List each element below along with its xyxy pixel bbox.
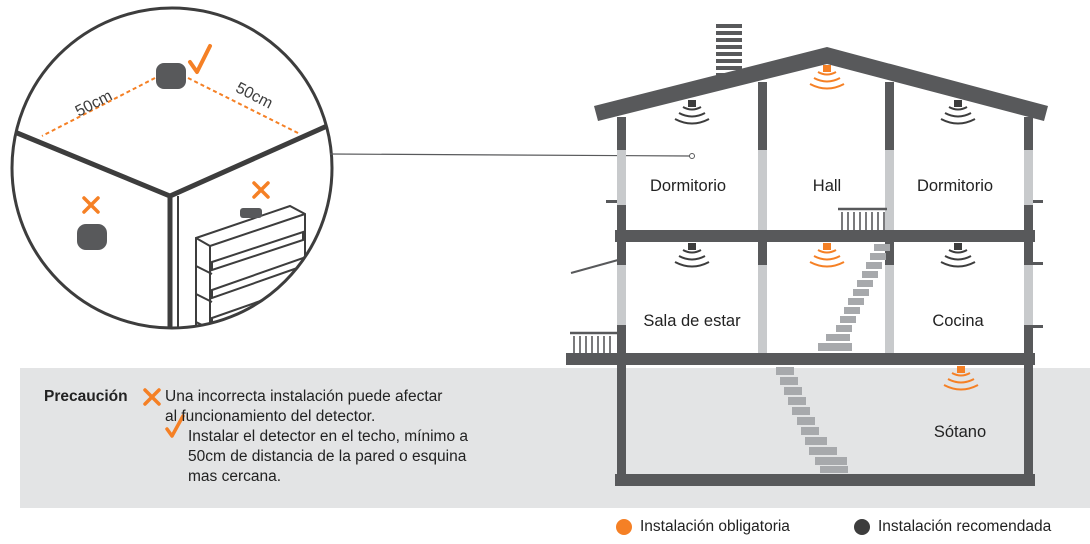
detector-mandatory-stairs <box>809 243 845 268</box>
room-label-kitchen: Cocina <box>932 312 984 330</box>
roof <box>594 47 1048 121</box>
detector-mandatory-basement <box>943 366 979 391</box>
room-label-basement: Sótano <box>934 423 986 441</box>
detector-recommended-living <box>674 243 710 268</box>
floor-basement <box>615 474 1035 486</box>
caution-cross-icon <box>143 388 161 406</box>
cross-icon <box>252 181 270 199</box>
room-label-bedroom-right: Dormitorio <box>917 177 993 195</box>
check-icon <box>188 44 212 74</box>
caution-wrong-text: Una incorrecta instalación puede afectar… <box>165 388 443 425</box>
railing-porch <box>570 331 617 353</box>
stairs-lower <box>776 367 848 473</box>
zoom-circle: 50cm 50cm <box>10 6 334 330</box>
detector-recommended-bedroom-right <box>940 100 976 125</box>
legend-mandatory: Instalación obligatoria <box>616 518 790 536</box>
callout-line <box>329 153 691 157</box>
distance-line-left <box>41 77 156 137</box>
wrong-detector-shelf <box>240 208 262 218</box>
railing-upper <box>838 207 887 230</box>
caution-check-icon <box>165 414 185 438</box>
legend-recommended: Instalación recomendada <box>854 518 1051 536</box>
room-label-bedroom-left: Dormitorio <box>650 177 726 195</box>
detector-mandatory-hall <box>809 65 845 90</box>
wrong-detector-wall <box>77 224 107 250</box>
callout-line-lower <box>570 259 619 274</box>
stairs-upper <box>818 244 890 351</box>
room-label-hall: Hall <box>813 177 841 195</box>
detector-recommended-kitchen <box>940 243 976 268</box>
floor-ground <box>566 353 1035 365</box>
legend-mandatory-dot <box>616 519 632 535</box>
caution-ok-text: Instalar el detector en el techo, mínimo… <box>188 428 469 485</box>
legend-recommended-label: Instalación recomendada <box>878 518 1052 535</box>
chimney <box>716 24 742 77</box>
room-label-living: Sala de estar <box>643 312 741 330</box>
cross-icon <box>82 196 100 214</box>
detector-recommended-bedroom-left <box>674 100 710 125</box>
legend-recommended-dot <box>854 519 870 535</box>
legend-mandatory-label: Instalación obligatoria <box>640 518 790 535</box>
house: Dormitorio Hall Dormitorio Sala de estar… <box>566 24 1048 486</box>
floor-upper <box>615 230 1035 242</box>
caution-title: Precaución <box>44 388 128 405</box>
callout-dot <box>689 153 695 159</box>
correct-detector <box>156 63 186 89</box>
